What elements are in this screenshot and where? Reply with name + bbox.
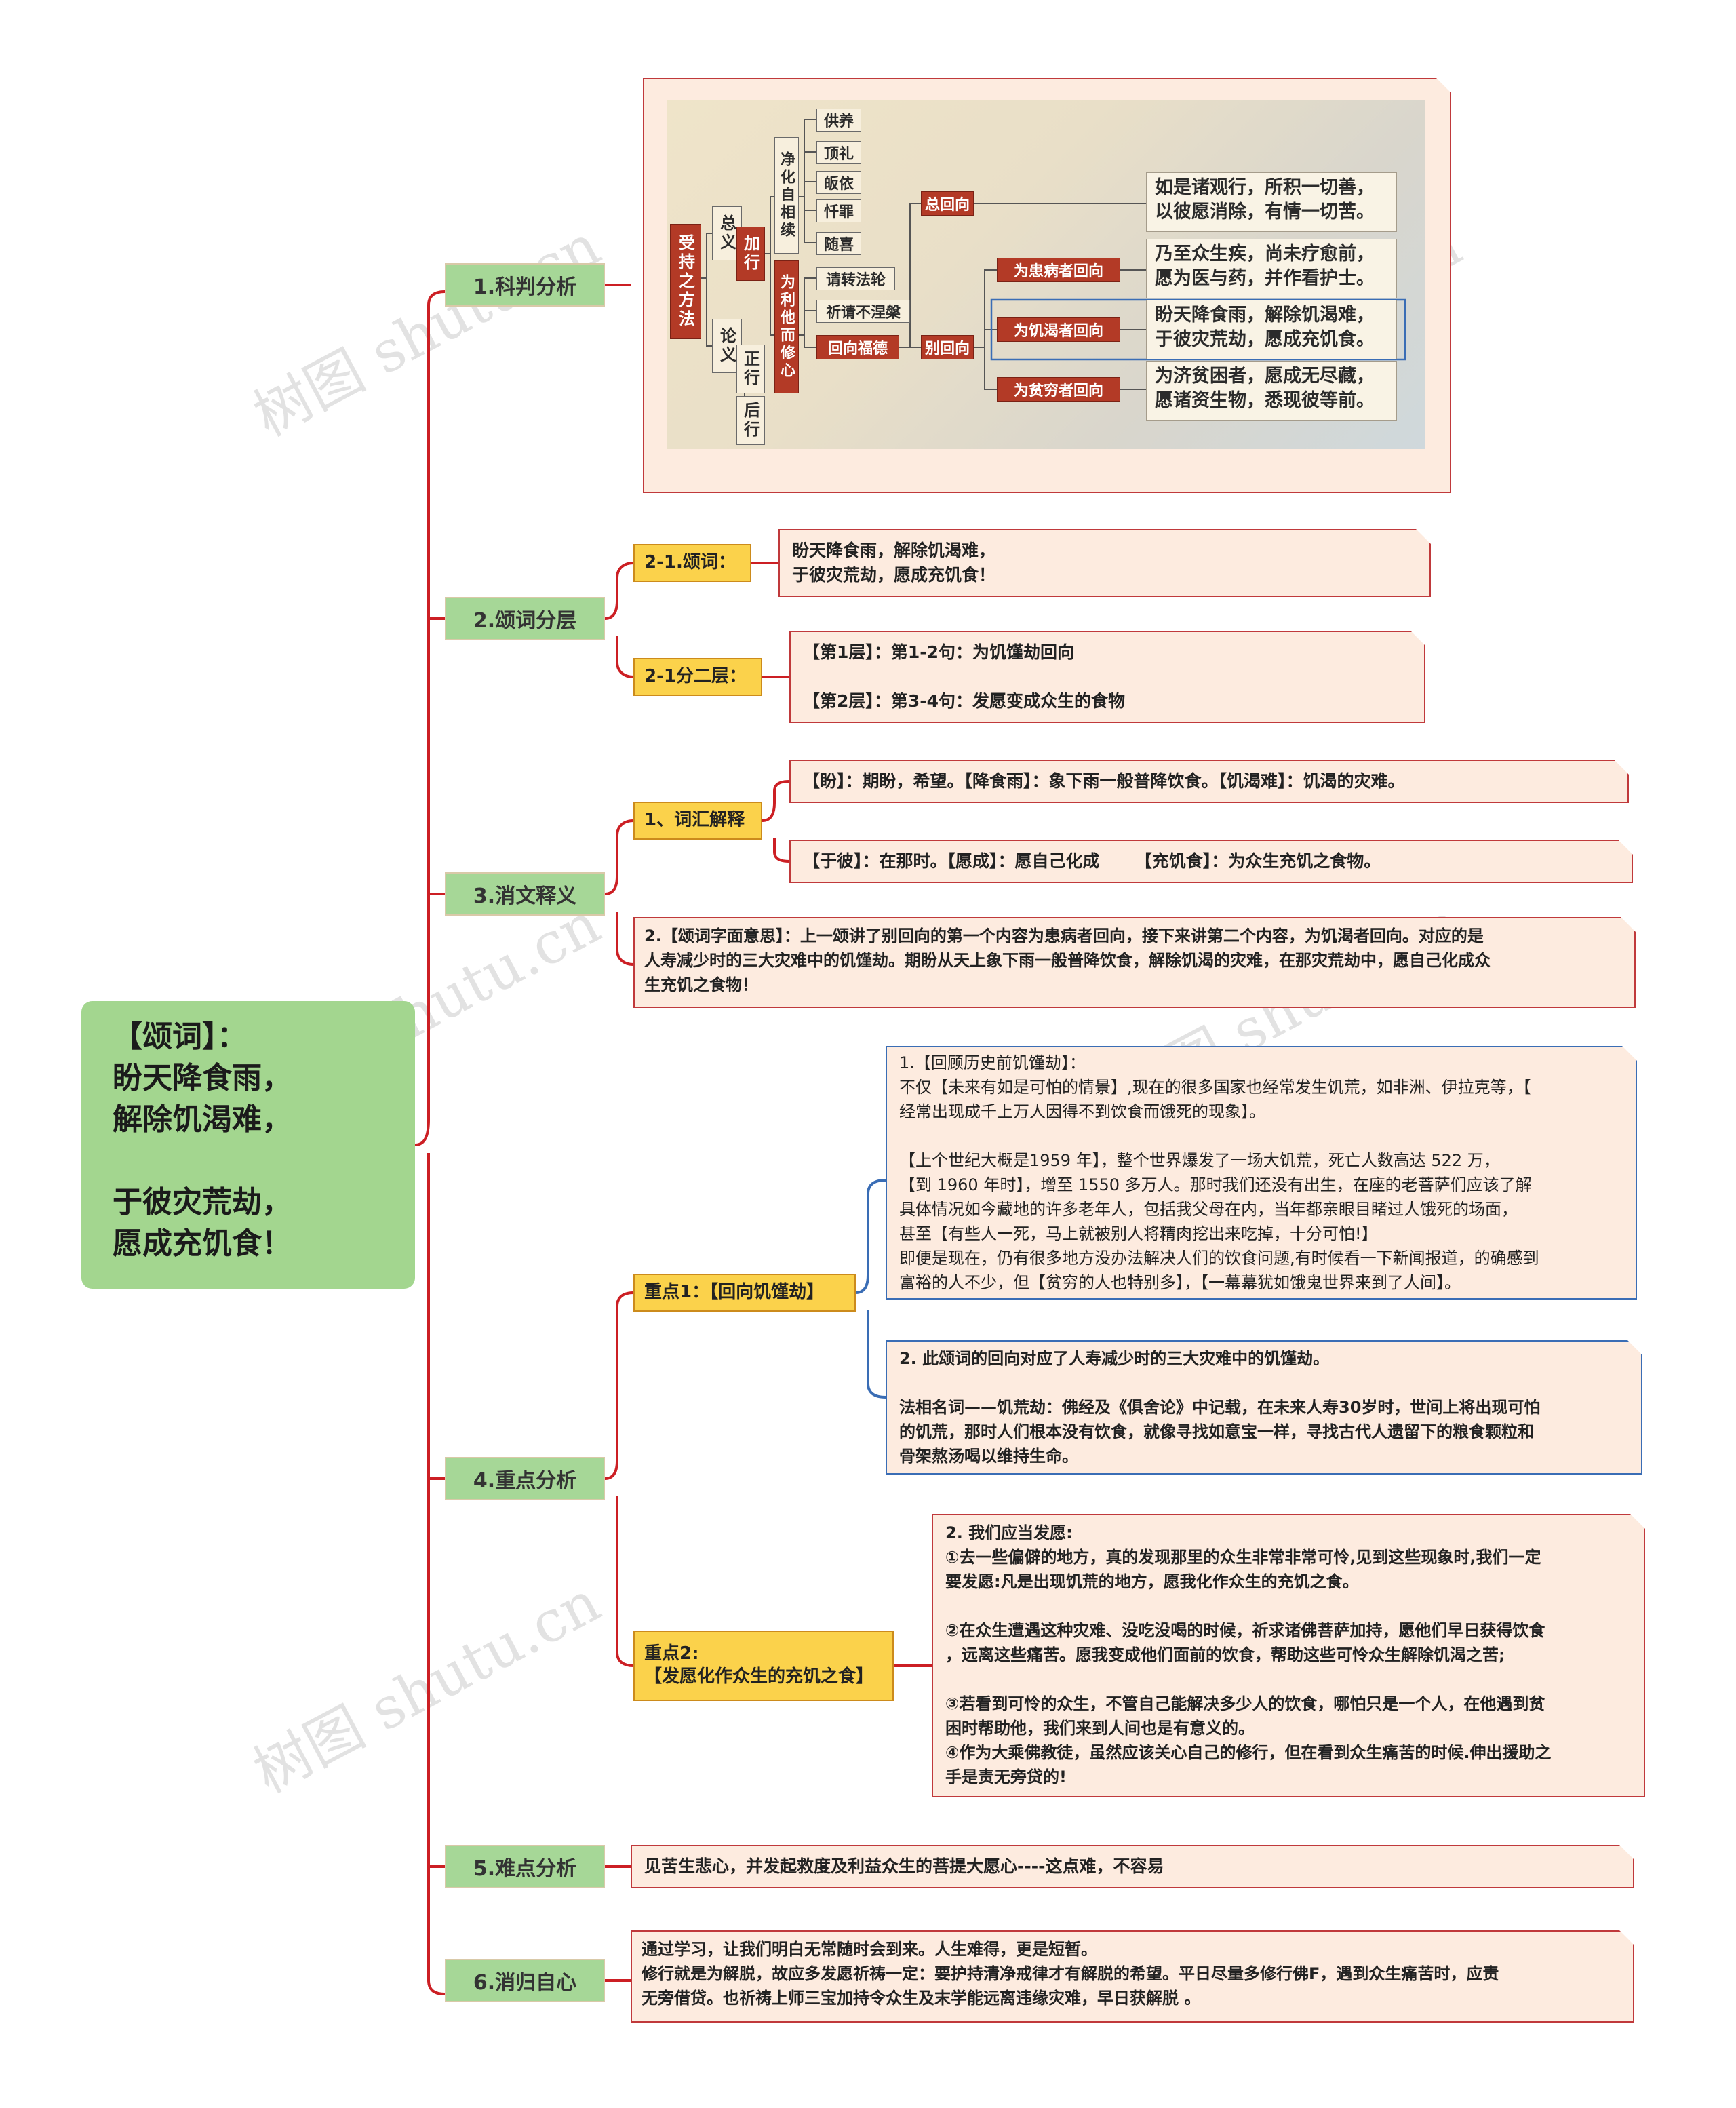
diagram-node-chanzui: 忏罪: [816, 199, 861, 222]
diagram-node-jiaxing: 加行: [736, 227, 765, 281]
diagram-node-huixiang-fude: 回向福德: [816, 335, 899, 359]
root-line: 愿成充饥食！: [113, 1226, 292, 1261]
root-topic: 【颂词】： 盼天降食雨， 解除饥渴难， 于彼灾荒劫， 愿成充饥食！: [81, 1001, 415, 1289]
topic-s3[interactable]: 3.消文释义: [445, 872, 605, 916]
diagram-node-gongyang: 供养: [816, 109, 861, 132]
diagram-node-shouchi: 受持之方法: [670, 224, 701, 339]
subtopic-s4-key1[interactable]: 重点1：【回向饥馑劫】: [633, 1274, 856, 1312]
diagram-node-bie-huixiang: 别回向: [921, 335, 974, 359]
subtopic-s4-key2[interactable]: 重点2: 【发愿化作众生的充饥之食】: [633, 1631, 894, 1701]
diagram-node-dingli: 顶礼: [816, 141, 861, 164]
note-s4-famine-kalpa: 2. 此颂词的回向对应了人寿减少时的三大灾难中的饥馑劫。 法相名词——饥荒劫：佛…: [886, 1340, 1642, 1475]
note-s4-vows: 2. 我们应当发愿: ①去一些偏僻的地方，真的发现那里的众生非常非常可怜,见到这…: [932, 1514, 1645, 1797]
topic-s6[interactable]: 6.消归自心: [445, 1959, 605, 2002]
subtopic-s2-2[interactable]: 2-1分二层：: [633, 658, 762, 696]
diagram-node-bingzhe: 为患病者回向: [997, 258, 1120, 282]
diagram-node-houxing: 后行: [736, 396, 765, 445]
topic-s5[interactable]: 5.难点分析: [445, 1845, 605, 1888]
note-s6: 通过学习，让我们明白无常随时会到来。人生难得，更是短暂。 修行就是为解脱，故应多…: [631, 1930, 1634, 2023]
diagram-verse-3: 盼天降食雨，解除饥渴难， 于彼灾荒劫，愿成充饥食。: [1146, 300, 1397, 359]
diagram-node-qingzhuan: 请转法轮: [816, 267, 895, 290]
root-line: 盼天降食雨，: [113, 1061, 292, 1095]
diagram-verse-1: 如是诸观行，所积一切善， 以彼愿消除，有情一切苦。: [1146, 172, 1397, 232]
diagram-node-zong-huixiang: 总回向: [921, 191, 974, 216]
topic-s1[interactable]: 1.科判分析: [445, 263, 605, 307]
diagram-node-weili: 为利他而修心: [774, 260, 799, 393]
diagram-node-jinghua: 净化自相续: [774, 137, 799, 254]
diagram-node-suixi: 随喜: [816, 232, 861, 255]
diagram-node-guiyi: 皈依: [816, 171, 861, 194]
note-s2-1: 盼天降食雨，解除饥渴难， 于彼灾荒劫，愿成充饥食！: [778, 529, 1431, 597]
subtopic-s3-1[interactable]: 1、词汇解释: [633, 802, 762, 840]
note-s2-2: 【第1层】：第1-2句：为饥馑劫回向 【第2层】：第3-4句：发愿变成众生的食物: [789, 631, 1425, 723]
diagram-verse-2: 乃至众生疾，尚未疗愈前， 愿为医与药，并作看护士。: [1146, 239, 1397, 298]
root-line: 【颂词】：: [113, 1019, 247, 1054]
diagram-node-jike: 为饥渴者回向: [997, 317, 1120, 342]
diagram-node-zongyi: 总义: [712, 206, 742, 260]
note-s3-meaning: 2.【颂词字面意思】：上一颂讲了别回向的第一个内容为患病者回向，接下来讲第二个内…: [633, 917, 1636, 1008]
topic-s2[interactable]: 2.颂词分层: [445, 597, 605, 640]
note-s5: 见苦生悲心，并发起救度及利益众生的菩提大愿心----这点难，不容易: [631, 1845, 1634, 1888]
diagram-node-qiqing: 祈请不涅槃: [816, 300, 910, 323]
diagram-node-pinqiong: 为贫穷者回向: [997, 377, 1120, 402]
root-line: 于彼灾荒劫，: [113, 1185, 292, 1219]
note-s3-vocab-1: 【盼】：期盼，希望。【降食雨】：象下雨一般普降饮食。【饥渴难】：饥渴的灾难。: [789, 760, 1629, 803]
note-s3-vocab-2: 【于彼】：在那时。【愿成】：愿自己化成 【充饥食】：为众生充饥之食物。: [789, 840, 1633, 883]
note-s4-history: 1.【回顾历史前饥馑劫】： 不仅【未来有如是可怕的情景】,现在的很多国家也经常发…: [886, 1046, 1637, 1300]
root-line: 解除饥渴难，: [113, 1102, 292, 1137]
diagram-verse-4: 为济贫困者，愿成无尽藏， 愿诸资生物，悉现彼等前。: [1146, 361, 1397, 421]
subtopic-s2-1[interactable]: 2-1.颂词：: [633, 544, 751, 582]
topic-s4[interactable]: 4.重点分析: [445, 1457, 605, 1500]
diagram-node-zhengxing: 正行: [736, 345, 765, 393]
